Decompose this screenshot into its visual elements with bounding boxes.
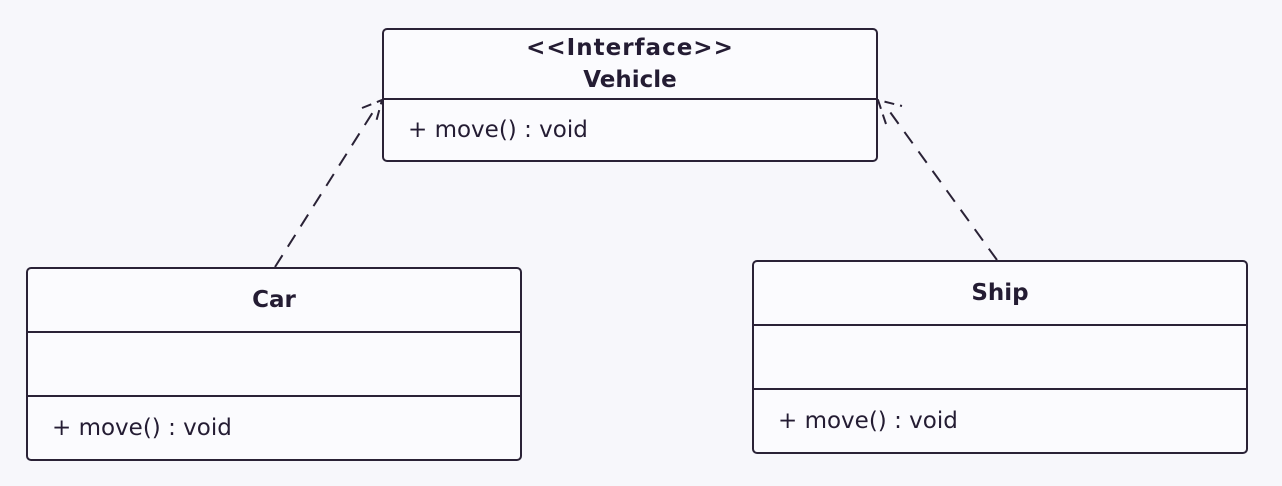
ship-attributes-compartment bbox=[754, 326, 1246, 388]
ship-title-compartment: Ship bbox=[754, 262, 1246, 324]
car-operations-compartment: + move() : void bbox=[28, 397, 520, 459]
ship-class-box: Ship + move() : void bbox=[752, 260, 1248, 454]
vehicle-title-compartment: <<Interface>> Vehicle bbox=[384, 30, 876, 98]
ship-operations-compartment: + move() : void bbox=[754, 390, 1246, 452]
car-realization-line bbox=[274, 111, 374, 268]
vehicle-divider bbox=[384, 98, 876, 100]
car-class-box: Car + move() : void bbox=[26, 267, 522, 461]
car-realization-arrowhead bbox=[361, 98, 384, 123]
vehicle-operation-move: + move() : void bbox=[408, 117, 588, 143]
car-class-name: Car bbox=[252, 287, 296, 313]
car-divider-bottom bbox=[28, 395, 520, 397]
car-title-compartment: Car bbox=[28, 269, 520, 331]
interface-stereotype: <<Interface>> bbox=[526, 35, 734, 61]
vehicle-interface-box: <<Interface>> Vehicle + move() : void bbox=[382, 28, 878, 162]
car-divider-top bbox=[28, 331, 520, 333]
ship-operation-move: + move() : void bbox=[778, 408, 958, 434]
ship-realization-line bbox=[889, 111, 998, 261]
car-operation-move: + move() : void bbox=[52, 415, 232, 441]
ship-realization-arrowhead bbox=[876, 98, 903, 125]
ship-divider-top bbox=[754, 324, 1246, 326]
car-attributes-compartment bbox=[28, 333, 520, 395]
ship-divider-bottom bbox=[754, 388, 1246, 390]
vehicle-operations-compartment: + move() : void bbox=[384, 100, 876, 160]
interface-name: Vehicle bbox=[583, 67, 677, 93]
ship-class-name: Ship bbox=[971, 280, 1029, 306]
